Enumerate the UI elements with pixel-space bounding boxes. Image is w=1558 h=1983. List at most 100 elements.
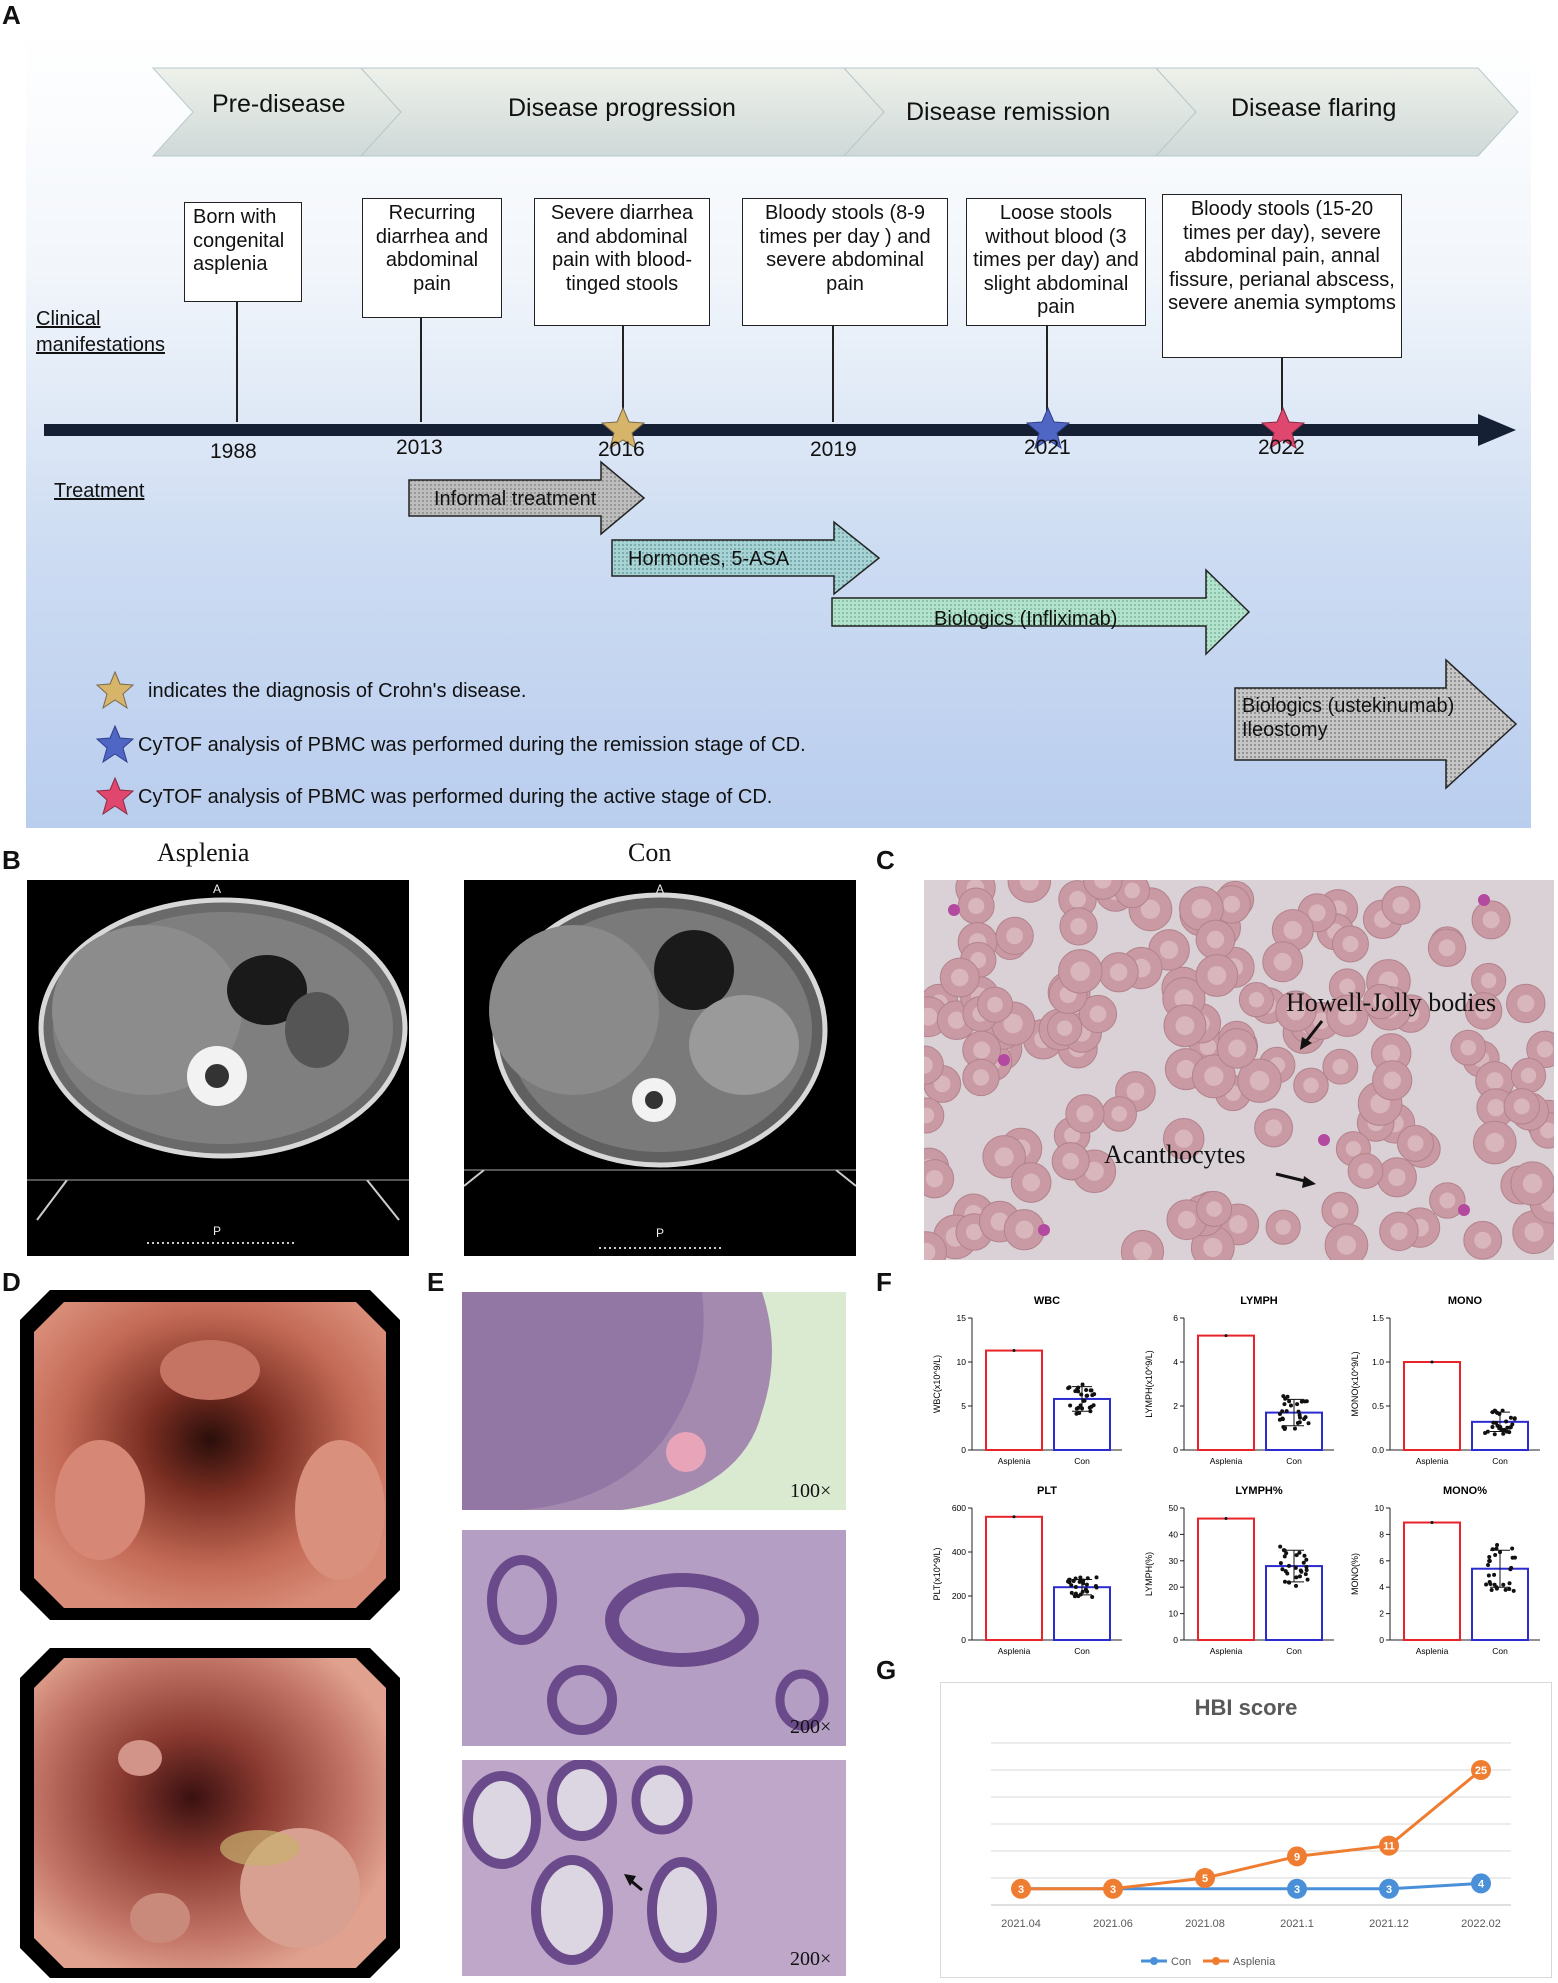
- cell-center: [1084, 1161, 1104, 1181]
- con-point: [1078, 1575, 1083, 1580]
- cell-center: [1438, 939, 1456, 957]
- stage-chevrons: [151, 67, 1519, 157]
- y-tick-label: 40: [1169, 1529, 1179, 1539]
- con-point: [1280, 1409, 1285, 1414]
- con-point: [1295, 1402, 1300, 1407]
- con-marker: [1379, 1878, 1399, 1899]
- cell-center: [1056, 1020, 1073, 1036]
- con-point: [1486, 1563, 1491, 1568]
- con-point: [1067, 1385, 1072, 1390]
- cell-center: [1345, 1141, 1362, 1157]
- cell-center: [1015, 1220, 1034, 1239]
- con-point: [1068, 1403, 1073, 1408]
- x-tick-label: Asplenia: [1210, 1456, 1243, 1466]
- stage-label-3: Disease remission: [906, 98, 1111, 126]
- platelet: [948, 904, 960, 916]
- blood-smear-image: Howell-Jolly bodies Acanthocytes: [924, 880, 1554, 1260]
- cell-center: [1019, 880, 1039, 891]
- con-point: [1492, 1432, 1497, 1437]
- cell-center: [924, 1242, 936, 1260]
- con-point: [1080, 1382, 1085, 1387]
- y-axis-label: LYMPH(%): [1144, 1552, 1154, 1596]
- con-point: [1282, 1402, 1287, 1407]
- x-tick-label: 2021.1: [1280, 1918, 1314, 1930]
- con-point: [1486, 1573, 1491, 1578]
- con-point: [1085, 1589, 1090, 1594]
- cell-center: [994, 1147, 1014, 1167]
- con-point: [1503, 1587, 1508, 1592]
- cell-center: [965, 1223, 983, 1241]
- year-2022: 2022: [1258, 436, 1305, 459]
- con-point: [1069, 1590, 1074, 1595]
- cell-center: [1109, 963, 1128, 982]
- y-tick-label: 30: [1169, 1556, 1179, 1566]
- con-point: [1287, 1563, 1292, 1568]
- cell-center: [1228, 1039, 1246, 1058]
- cell-center: [1248, 991, 1265, 1008]
- y-tick-label: 400: [952, 1547, 966, 1557]
- panel-label-b: B: [2, 845, 21, 875]
- cell-center: [1517, 994, 1535, 1013]
- asplenia-data-label: 5: [1202, 1873, 1208, 1885]
- cell-center: [1390, 1222, 1408, 1240]
- x-tick-label: Con: [1074, 1646, 1090, 1656]
- ct-marker-top-con: A: [656, 882, 665, 896]
- con-point: [1090, 1393, 1095, 1398]
- cell-center: [1203, 1237, 1223, 1258]
- treatment-label: Treatment: [54, 480, 145, 502]
- asplenia-data-label: 25: [1475, 1765, 1487, 1777]
- year-2016: 2016: [598, 438, 645, 461]
- con-point: [1081, 1578, 1086, 1583]
- con-point: [1303, 1572, 1308, 1577]
- con-point: [1278, 1561, 1283, 1566]
- y-tick-label: 6: [1379, 1556, 1384, 1566]
- cell-center: [1339, 978, 1356, 995]
- con-point: [1294, 1575, 1299, 1580]
- y-tick-label: 1.0: [1372, 1357, 1384, 1367]
- cell-center: [1126, 1082, 1145, 1101]
- treatment-arrow-1: [408, 460, 646, 536]
- chart-title: LYMPH%: [1235, 1485, 1282, 1497]
- con-point: [1073, 1585, 1078, 1590]
- platelet: [998, 1054, 1010, 1066]
- x-tick-label: Asplenia: [1210, 1646, 1243, 1656]
- y-axis-label: MONO(x10^9/L): [1350, 1351, 1360, 1416]
- cell-center: [1207, 966, 1227, 985]
- con-point: [1494, 1586, 1499, 1591]
- con-point: [1066, 1579, 1071, 1584]
- asplenia-marker: [1287, 1846, 1307, 1867]
- cell-center: [1062, 1152, 1080, 1170]
- con-point: [1282, 1579, 1287, 1584]
- panel-label-e: E: [427, 1267, 445, 1297]
- event-box-2019: Bloody stools (8-9 times per day ) and s…: [742, 198, 948, 326]
- chart-title: PLT: [1037, 1485, 1057, 1497]
- howell-jolly-label: Howell-Jolly bodies: [1286, 988, 1497, 1017]
- con-point: [1490, 1424, 1495, 1429]
- cell-center: [1520, 1067, 1537, 1084]
- x-tick-label: Asplenia: [998, 1646, 1031, 1656]
- con-point: [1491, 1420, 1496, 1425]
- cell-center: [1124, 882, 1141, 899]
- cell-center: [1070, 961, 1091, 982]
- cell-center: [1332, 1058, 1349, 1075]
- con-point: [1509, 1565, 1514, 1570]
- cell-center: [1133, 1241, 1152, 1260]
- con-point: [1304, 1557, 1309, 1562]
- con-point: [1304, 1564, 1309, 1569]
- cell-center: [950, 968, 969, 987]
- legend-label-con: Con: [1171, 1956, 1191, 1968]
- cell-center: [1336, 1235, 1357, 1255]
- con-point: [1500, 1427, 1505, 1432]
- con-point: [1512, 1555, 1517, 1560]
- stage-label-2: Disease progression: [508, 94, 736, 122]
- cell-center: [924, 1007, 938, 1026]
- cell-center: [1174, 1129, 1193, 1148]
- panel-label-c: C: [876, 845, 895, 875]
- con-point: [1286, 1580, 1291, 1585]
- asplenia-data-label: 3: [1110, 1884, 1116, 1896]
- bar-asplenia: [985, 1515, 1043, 1641]
- con-point: [1288, 1403, 1293, 1408]
- con-point: [1077, 1410, 1082, 1415]
